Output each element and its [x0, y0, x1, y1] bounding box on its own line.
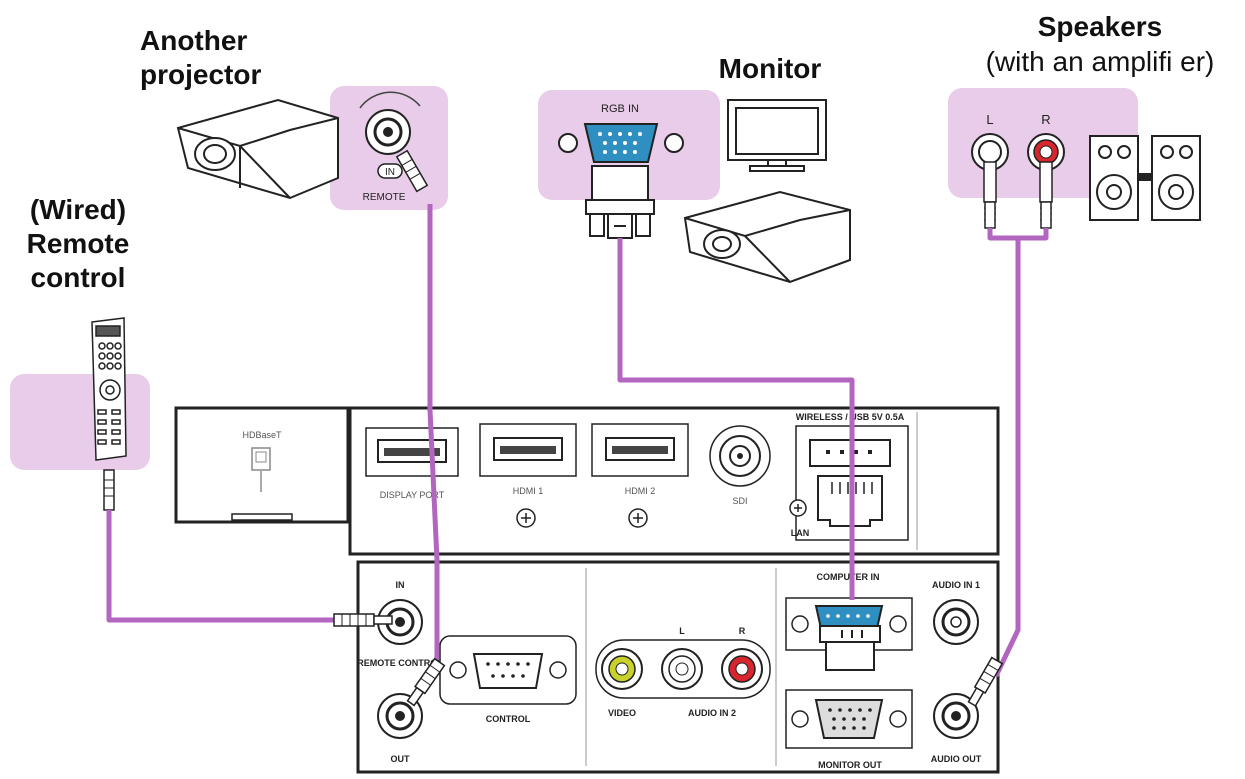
rgb-in-connector: RGB IN: [558, 103, 684, 239]
another-projector-remote-jack: IN REMOTE: [359, 91, 421, 203]
remote-control-in-text: IN: [396, 580, 405, 590]
monitor-illustration: [727, 99, 827, 172]
another-projector-line1: Another: [140, 25, 248, 56]
remote-control-text: REMOTE CONTROL: [357, 658, 443, 668]
panel-plugs: [333, 149, 1004, 707]
audio-l-text: L: [679, 626, 685, 636]
audio-in2-text: AUDIO IN 2: [688, 708, 736, 718]
wired-remote-highlight: [10, 374, 150, 470]
cable-wired-remote: [106, 510, 334, 623]
sdi-text: SDI: [732, 496, 747, 506]
cable-rgb: [617, 238, 855, 600]
speaker-jacks: L R: [971, 112, 1065, 229]
cable-remote-out: [427, 204, 440, 660]
lower-io-panel: IN REMOTE CONTROL OUT CONTROL L R VIDEO …: [356, 560, 1000, 774]
monitor-label: Monitor: [718, 53, 822, 84]
wired-line3: control: [30, 262, 126, 293]
main-projector-illustration: [683, 190, 851, 284]
speaker-r-text: R: [1041, 112, 1050, 127]
cable-speakers: [993, 238, 1021, 678]
cables: [106, 204, 1049, 678]
displayport-text: DISPLAY PORT: [380, 490, 445, 500]
wired-remote-illustration: [91, 317, 127, 511]
video-text: VIDEO: [608, 708, 636, 718]
hdmi2-text: HDMI 2: [625, 486, 656, 496]
remote-control-out-text: OUT: [391, 754, 411, 764]
remote-jack-in-text: IN: [385, 167, 395, 178]
hdbaset-block: HDBaseT: [174, 406, 350, 524]
control-text: CONTROL: [486, 714, 531, 724]
wired-line2: Remote: [26, 228, 130, 259]
speakers-illustration: [1089, 135, 1201, 221]
computer-in-text: COMPUTER IN: [817, 572, 880, 582]
another-projector-label: Another projector: [140, 24, 290, 92]
remote-jack-remote-text: REMOTE: [363, 192, 406, 203]
speaker-l-text: L: [986, 112, 993, 127]
monitor-out-text: MONITOR OUT: [818, 760, 882, 770]
audio-r-text: R: [739, 626, 746, 636]
speakers-sublabel: (with an amplifi er): [985, 46, 1215, 77]
hdmi1-text: HDMI 1: [513, 486, 544, 496]
wired-remote-label: (Wired) Remote control: [0, 193, 156, 295]
lan-text: LAN: [791, 528, 810, 538]
rgb-in-text: RGB IN: [601, 103, 639, 115]
wired-line1: (Wired): [29, 194, 127, 225]
audio-out-text: AUDIO OUT: [931, 754, 982, 764]
upper-input-panel: DISPLAY PORT HDMI 1 HDMI 2 SDI WIRELESS …: [348, 406, 1000, 556]
speakers-label: Speakers: [1037, 11, 1163, 42]
hdbaset-text: HDBaseT: [242, 430, 282, 440]
cable-speakers-lr: [987, 228, 1049, 241]
another-projector-illustration: [176, 98, 339, 200]
audio-in1-text: AUDIO IN 1: [932, 580, 980, 590]
another-projector-line2: projector: [140, 59, 262, 90]
